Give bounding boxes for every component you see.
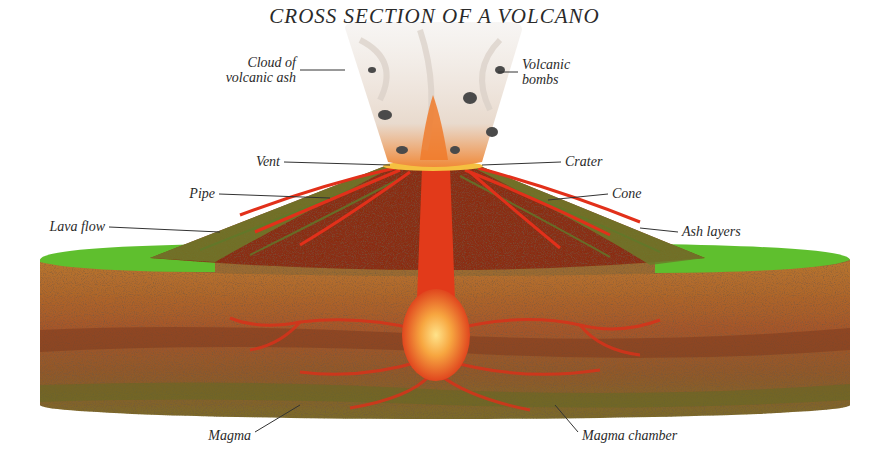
pipe-label: Pipe <box>189 186 215 201</box>
cone-label: Cone <box>612 186 642 201</box>
ash-layers-label: Ash layers <box>682 224 741 239</box>
magma-label: Magma <box>208 428 251 443</box>
ash-cloud-label: Cloud of volcanic ash <box>212 55 296 85</box>
vent-label: Vent <box>256 154 280 169</box>
diagram-title: CROSS SECTION OF A VOLCANO <box>0 4 869 29</box>
bombs-label: Volcanic bombs <box>522 57 592 87</box>
crater-label: Crater <box>565 154 602 169</box>
lava-flow-label: Lava flow <box>49 219 105 234</box>
chamber-label: Magma chamber <box>582 428 677 443</box>
